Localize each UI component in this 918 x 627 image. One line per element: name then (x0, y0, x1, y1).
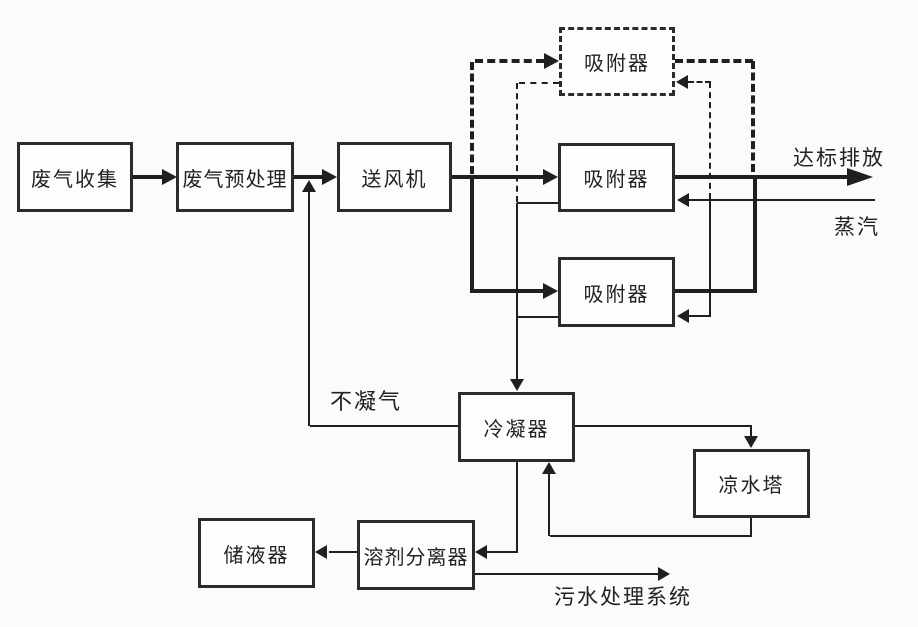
label-sewage-treatment-system: 污水处理系统 (554, 586, 692, 609)
line-adsorber-b-outlet (675, 289, 757, 293)
line-pretreatment-to-blower (294, 175, 323, 179)
line-collection-to-pretreatment (133, 175, 163, 179)
arrowhead-into-pretreatment-icon (162, 169, 177, 185)
line-blower-to-adsorber-a (452, 175, 544, 179)
arrowhead-discharge-icon (847, 168, 873, 186)
line-separator-to-reservoir (329, 551, 357, 553)
arrowhead-into-condenser-bottom-icon (542, 462, 556, 474)
line-dashed-standby-outlet (675, 59, 753, 63)
arrowhead-recycle-into-blower-inlet-icon (302, 180, 316, 192)
line-dashed-standby-to-discharge (751, 61, 755, 172)
line-vapor-collector-to-condenser (516, 203, 518, 380)
arrowhead-to-sewage-icon (658, 567, 670, 581)
line-dashed-standby-vapor-outlet (519, 82, 559, 84)
node-waste-gas-collection: 废气收集 (17, 142, 133, 212)
node-adsorber-a: 吸附器 (558, 143, 675, 212)
arrowhead-into-cooling-tower-icon (744, 436, 758, 448)
line-adsorber-a-vapor-outlet (517, 202, 558, 204)
label-compliant-discharge: 达标排放 (793, 147, 885, 170)
node-waste-gas-pretreatment: 废气预处理 (176, 142, 294, 212)
line-branch-down-to-adsorber-b (470, 175, 474, 293)
arrowhead-into-condenser-top-icon (510, 379, 524, 391)
node-adsorber-standby: 吸附器 (559, 27, 675, 96)
arrowhead-into-separator-icon (475, 545, 487, 559)
arrowhead-into-standby-adsorber-icon (544, 53, 559, 69)
line-steam-main (689, 199, 875, 201)
node-solvent-separator: 溶剂分离器 (357, 520, 475, 590)
arrowhead-into-adsorber-b-icon (543, 283, 558, 299)
arrowhead-steam-into-adsorber-b-icon (677, 309, 689, 323)
node-cooling-tower: 凉水塔 (693, 449, 810, 518)
line-condenser-to-recycle (310, 425, 458, 427)
label-steam: 蒸汽 (834, 216, 880, 239)
line-down-to-cooling-tower (750, 425, 752, 437)
line-condensate-to-separator (487, 551, 518, 553)
line-riser-to-discharge (753, 175, 757, 293)
arrowhead-into-reservoir-icon (315, 545, 327, 559)
arrowhead-steam-into-standby-icon (676, 75, 688, 89)
line-steam-to-adsorber-b (689, 315, 710, 317)
line-dashed-steam-riser (709, 82, 711, 199)
line-dashed-vapor-collector-upper (516, 83, 518, 202)
arrowhead-into-blower-icon (322, 169, 337, 185)
node-blower-fan: 送风机 (337, 142, 452, 212)
label-non-condensable-gas: 不凝气 (330, 389, 403, 414)
line-return-riser (548, 472, 550, 536)
line-dashed-branch-up (470, 62, 474, 174)
line-adsorber-b-vapor-outlet (517, 316, 558, 318)
line-feed-adsorber-b (470, 289, 544, 293)
line-condenser-to-cooling-tower (575, 425, 752, 427)
line-dashed-steam-to-standby (688, 81, 711, 83)
line-condensate-down (516, 462, 518, 553)
arrowhead-steam-into-adsorber-a-icon (677, 193, 689, 207)
node-condenser: 冷凝器 (458, 392, 575, 462)
line-to-sewage-system (475, 573, 658, 575)
line-cooling-tower-outlet (750, 518, 752, 537)
line-dashed-feed-standby (475, 59, 544, 63)
node-adsorber-b: 吸附器 (558, 257, 675, 327)
node-liquid-reservoir: 储液器 (198, 518, 315, 588)
line-recycle-riser (308, 191, 310, 426)
line-steam-branch-down (709, 200, 711, 317)
line-discharge (675, 175, 847, 179)
line-cooling-water-return (550, 535, 752, 537)
arrowhead-into-adsorber-a-icon (543, 169, 558, 185)
